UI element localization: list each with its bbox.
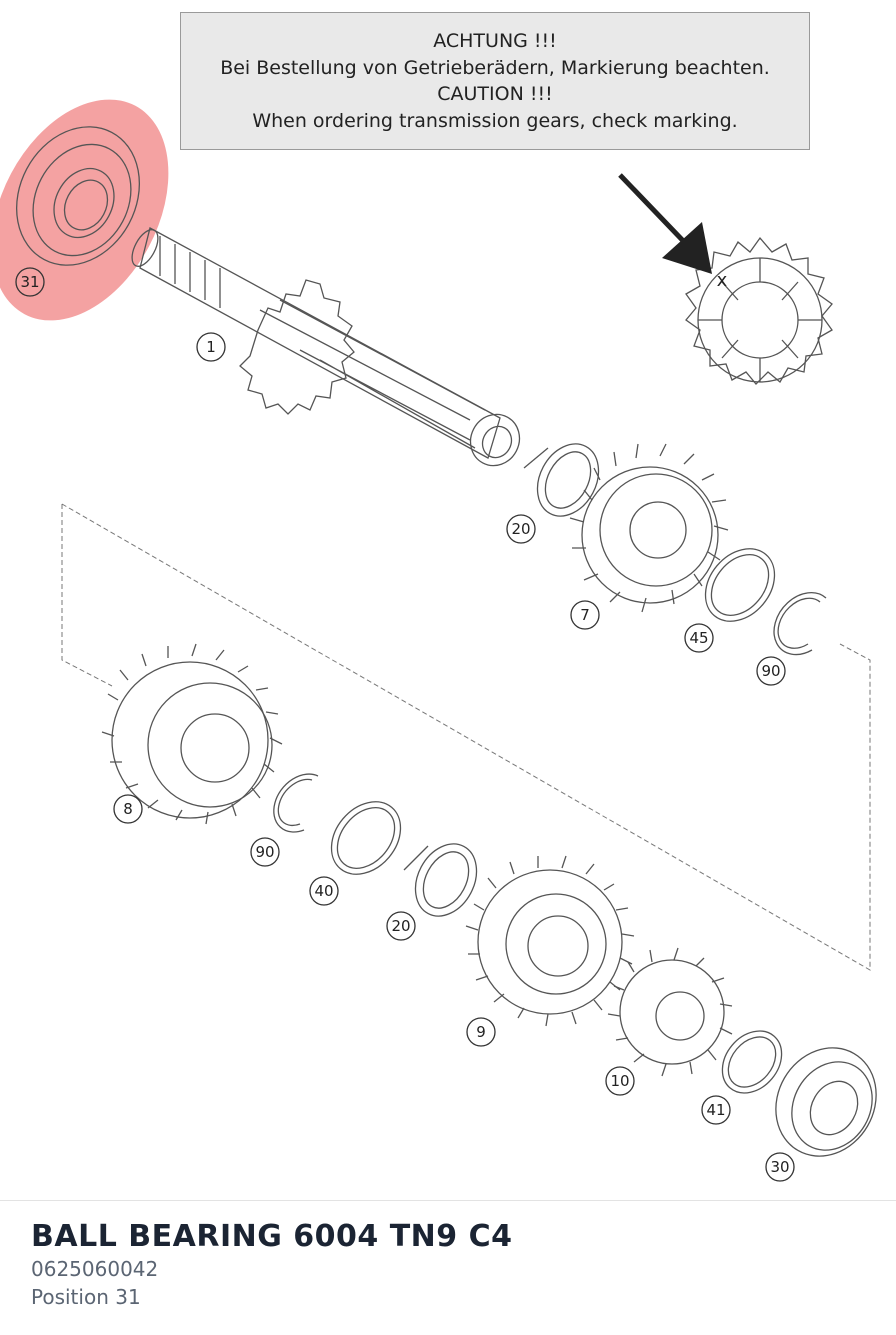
svg-text:8: 8 <box>123 800 133 818</box>
callout-10[interactable]: 10 <box>605 1066 635 1096</box>
svg-text:1: 1 <box>206 338 216 356</box>
callout-41[interactable]: 41 <box>701 1095 731 1125</box>
gear-marking: x <box>717 270 728 291</box>
svg-text:90: 90 <box>255 843 274 861</box>
svg-text:20: 20 <box>391 917 410 935</box>
gear-8[interactable] <box>101 643 283 825</box>
notice-line-1: ACHTUNG !!! <box>433 30 557 52</box>
svg-text:10: 10 <box>610 1072 629 1090</box>
callout-8[interactable]: 8 <box>113 794 143 824</box>
svg-text:7: 7 <box>580 606 590 624</box>
caution-notice: ACHTUNG !!! Bei Bestellung von Getrieber… <box>180 12 810 150</box>
thrust-washer-45[interactable] <box>691 535 788 635</box>
thrust-washer-40[interactable] <box>317 788 414 888</box>
callout-9[interactable]: 9 <box>466 1017 496 1047</box>
svg-text:90: 90 <box>761 662 780 680</box>
gear-9[interactable] <box>465 855 635 1027</box>
circlip-90-lower[interactable] <box>273 773 319 833</box>
needle-bushing-20-lower[interactable] <box>403 833 488 926</box>
bearing-30[interactable] <box>756 1030 895 1175</box>
svg-text:9: 9 <box>476 1023 486 1041</box>
bearing-31[interactable] <box>0 105 163 287</box>
svg-text:45: 45 <box>689 629 708 647</box>
svg-text:40: 40 <box>314 882 333 900</box>
callout-7[interactable]: 7 <box>570 600 600 630</box>
callout-20-upper[interactable]: 20 <box>506 514 536 544</box>
notice-line-3: CAUTION !!! <box>437 83 553 105</box>
callout-90-lower[interactable]: 90 <box>250 837 280 867</box>
svg-text:41: 41 <box>706 1101 725 1119</box>
main-shaft-1[interactable] <box>127 226 529 475</box>
gear-10[interactable] <box>607 947 733 1077</box>
assembly-dashed-line <box>61 503 871 971</box>
callout-40[interactable]: 40 <box>309 876 339 906</box>
part-details-panel: BALL BEARING 6004 TN9 C4 0625060042 Posi… <box>0 1200 896 1335</box>
callout-90-upper[interactable]: 90 <box>756 656 786 686</box>
thrust-washer-41[interactable] <box>710 1019 794 1105</box>
gear-7[interactable] <box>569 443 729 613</box>
callout-45[interactable]: 45 <box>684 623 714 653</box>
svg-text:20: 20 <box>511 520 530 538</box>
part-title: BALL BEARING 6004 TN9 C4 <box>31 1219 513 1254</box>
svg-text:31: 31 <box>20 273 39 291</box>
marked-gear-illustration <box>685 236 833 385</box>
exploded-parts-diagram: x <box>0 99 895 1182</box>
callout-1[interactable]: 1 <box>196 332 226 362</box>
notice-line-2: Bei Bestellung von Getrieberädern, Marki… <box>220 56 770 79</box>
callout-20-lower[interactable]: 20 <box>386 911 416 941</box>
part-position: Position 31 <box>31 1285 141 1309</box>
marking-arrow <box>618 173 712 274</box>
svg-text:30: 30 <box>770 1158 789 1176</box>
needle-bushing-20-upper[interactable] <box>523 433 611 526</box>
callout-31[interactable]: 31 <box>15 267 45 297</box>
circlip-90-upper[interactable] <box>773 592 827 656</box>
selected-part-highlight <box>0 99 169 321</box>
part-number: 0625060042 <box>31 1257 159 1281</box>
callout-30[interactable]: 30 <box>765 1152 795 1182</box>
notice-line-4: When ordering transmission gears, check … <box>252 109 738 132</box>
